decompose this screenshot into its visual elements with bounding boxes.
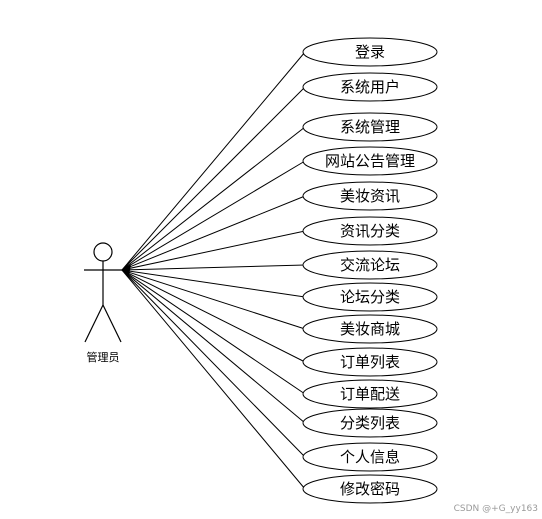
association-line <box>121 230 306 271</box>
use-case: 美妆商城 <box>302 314 438 344</box>
association-line <box>121 86 306 271</box>
use-case-label: 个人信息 <box>340 448 400 466</box>
association-line <box>121 269 306 490</box>
use-case-label: 网站公告管理 <box>325 152 415 170</box>
use-case-label: 资讯分类 <box>340 222 400 240</box>
use-case-ellipse <box>302 146 438 176</box>
use-case: 订单配送 <box>302 379 438 409</box>
use-case-ellipse <box>302 379 438 409</box>
use-case: 登录 <box>302 37 438 67</box>
actor-right-leg <box>102 304 122 343</box>
use-case-label: 美妆商城 <box>340 320 400 338</box>
association-line <box>121 269 306 363</box>
use-case: 美妆资讯 <box>302 181 438 211</box>
use-case-label: 登录 <box>355 43 385 61</box>
association-line <box>121 269 306 298</box>
actor-left-leg <box>84 304 104 343</box>
use-case-label: 系统用户 <box>340 78 400 96</box>
use-cases: 登录系统用户系统管理网站公告管理美妆资讯资讯分类交流论坛论坛分类美妆商城订单列表… <box>302 37 438 504</box>
association-line <box>121 126 306 271</box>
use-case-ellipse <box>302 408 438 438</box>
use-case-ellipse <box>302 112 438 142</box>
use-case-ellipse <box>302 314 438 344</box>
use-case-ellipse <box>302 72 438 102</box>
association-line <box>121 51 306 271</box>
actor-head <box>93 242 113 262</box>
actor-label: 管理员 <box>87 350 120 364</box>
use-case: 个人信息 <box>302 442 438 472</box>
use-case: 系统用户 <box>302 72 438 102</box>
use-case-ellipse <box>302 442 438 472</box>
use-case: 论坛分类 <box>302 282 438 312</box>
association-line <box>121 195 306 271</box>
association-line <box>121 269 306 424</box>
use-case: 交流论坛 <box>302 250 438 280</box>
use-case-label: 交流论坛 <box>340 256 400 274</box>
use-case-ellipse <box>302 37 438 67</box>
use-case: 资讯分类 <box>302 216 438 246</box>
association-line <box>121 269 306 458</box>
use-case-label: 分类列表 <box>340 414 400 432</box>
use-case-ellipse <box>302 282 438 312</box>
association-line <box>121 269 306 395</box>
watermark: CSDN @+G_yy163 <box>454 504 538 514</box>
association-lines <box>121 51 306 490</box>
use-case-label: 订单列表 <box>340 353 400 371</box>
use-case-ellipse <box>302 181 438 211</box>
use-case-label: 系统管理 <box>340 118 400 136</box>
use-case-label: 修改密码 <box>340 480 400 498</box>
use-case-ellipse <box>302 347 438 377</box>
use-case: 网站公告管理 <box>302 146 438 176</box>
association-line <box>121 269 306 330</box>
use-case-label: 美妆资讯 <box>340 187 400 205</box>
association-line <box>121 264 306 271</box>
use-case-ellipse <box>302 474 438 504</box>
use-case: 系统管理 <box>302 112 438 142</box>
use-case-label: 订单配送 <box>340 385 400 403</box>
actor-admin: 管理员 <box>84 242 131 364</box>
use-case-ellipse <box>302 250 438 280</box>
use-case-label: 论坛分类 <box>340 288 400 306</box>
use-case: 修改密码 <box>302 474 438 504</box>
use-case: 订单列表 <box>302 347 438 377</box>
association-line <box>121 160 306 271</box>
use-case: 分类列表 <box>302 408 438 438</box>
association-hub <box>121 264 131 276</box>
use-case-ellipse <box>302 216 438 246</box>
